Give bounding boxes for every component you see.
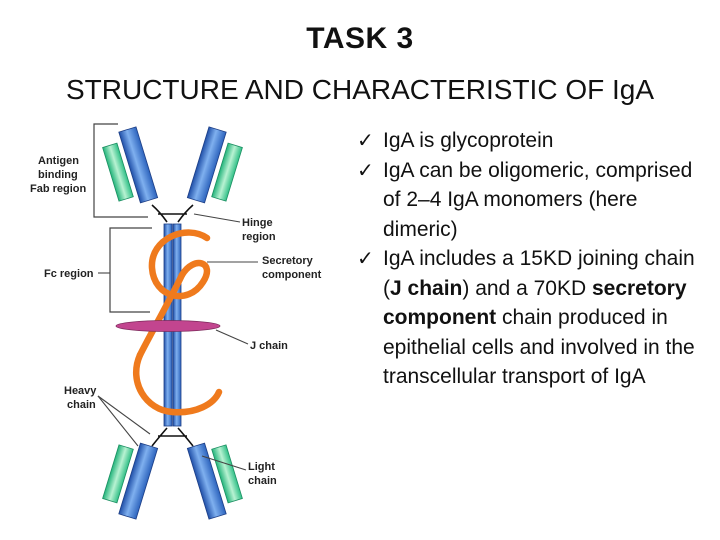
j-chain-shape [115,320,221,332]
heavy-chain-label-line2: chain [67,399,96,411]
checkmark-icon: ✓ [357,128,374,152]
fc-region-bracket [109,227,152,313]
lower-left-light-chain [102,444,134,504]
slide-title: TASK 3 [306,22,414,55]
characteristics-list: ✓ IgA is glycoprotein ✓ IgA can be oligo… [355,126,705,392]
antigen-label-line2: binding [38,169,78,181]
upper-right-light-chain [211,142,243,202]
antigen-label-line1: Antigen [38,155,79,167]
secretory-label-line1: Secretory [262,255,314,267]
bullet-text: IgA is glycoprotein [383,129,554,152]
lower-left-fab-arm [102,442,159,520]
bullet-item: ✓ IgA is glycoprotein [355,126,705,156]
upper-right-fab-arm [186,126,243,204]
checkmark-icon: ✓ [357,157,374,182]
bullet-text-part: chain produced in epithelial cells and i… [383,306,695,388]
antigen-label-line3: Fab region [30,183,87,195]
iga-structure-diagram: Antigen binding Fab region Hinge region … [30,123,322,520]
bullet-bold-term: secretory component [383,276,687,330]
leader-lines [97,213,258,471]
hinge-label-line1: Hinge [242,217,273,229]
secretory-component-mid [136,271,186,359]
bullet-item: ✓ IgA includes a 15KD joining chain (J c… [355,244,705,392]
secretory-label-line2: component [262,269,322,281]
upper-right-heavy-chain [186,126,227,204]
bullet-text-part: ) and a 70KD [462,276,592,300]
checkmark-icon: ✓ [357,246,374,270]
lower-right-fab-arm [186,442,243,520]
fc-region-label: Fc region [44,268,94,280]
bullet-text: IgA can be oligomeric, comprised of 2–4 … [383,158,693,241]
lower-hinge [151,427,194,447]
light-chain-label-line2: chain [248,475,277,487]
upper-hinge [151,204,194,223]
upper-left-fab-arm [102,126,159,204]
slide-subtitle: STRUCTURE AND CHARACTERISTIC OF IgA [65,74,655,105]
j-chain-label: J chain [250,340,288,352]
heavy-chain-label-line1: Heavy [64,385,97,397]
light-chain-label-line1: Light [248,461,275,473]
bullet-item: ✓ IgA can be oligomeric, comprised of 2–… [355,156,705,245]
fab-region-bracket [93,123,148,218]
hinge-label-line2: region [242,231,276,243]
bullet-text-part: IgA includes a 15KD joining chain ( [383,247,695,300]
lower-left-heavy-chain [118,442,159,520]
lower-right-light-chain [211,444,243,504]
lower-right-heavy-chain [186,442,227,520]
upper-left-light-chain [102,142,134,202]
bullet-bold-term: J chain [390,276,463,300]
upper-left-heavy-chain [118,126,159,204]
